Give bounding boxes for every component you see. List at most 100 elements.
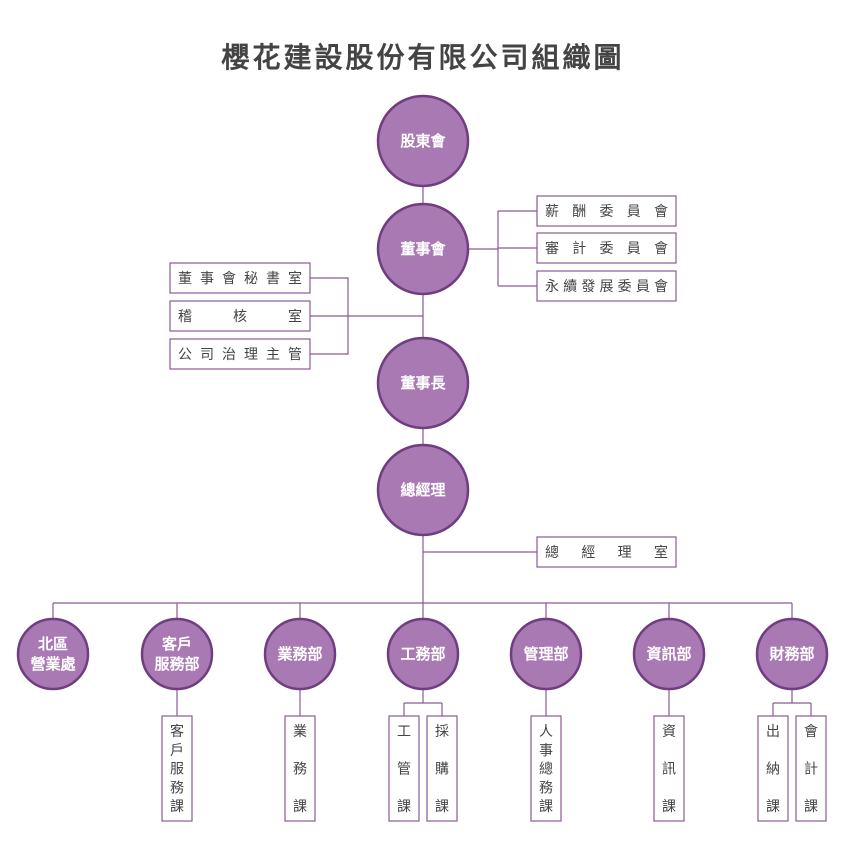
- committee-box[interactable]: 審計委員會: [536, 232, 677, 264]
- section-box-frame: [284, 715, 316, 822]
- dept-2-label: 業務部: [276, 645, 322, 663]
- chart-title: 櫻花建設股份有限公司組織圖: [221, 41, 625, 74]
- section-box-char: 務: [293, 762, 307, 778]
- committee-box-label: 永續發展委員會: [545, 279, 668, 295]
- dept-0-label: 營業處: [30, 655, 76, 673]
- dept-3-label: 工務部: [400, 645, 445, 663]
- dept-4-label: 管理部: [523, 645, 568, 663]
- section-box-char: 課: [435, 799, 449, 815]
- dept-1-label: 客戶: [161, 635, 192, 653]
- committee-box-label: 薪酬委員會: [545, 204, 668, 220]
- dept-2[interactable]: 業務部: [263, 617, 337, 691]
- circle-nodes: 股東會董事會董事長總經理北區營業處客戶服務部業務部工務部管理部資訊部財務部: [16, 94, 829, 691]
- section-box-char: 業: [293, 724, 307, 740]
- section-box-char: 務: [539, 780, 553, 796]
- node-chairman-shape: [376, 336, 470, 430]
- section-box-char: 總: [539, 761, 553, 778]
- office-box[interactable]: 公司治理主管: [169, 338, 311, 370]
- section-box-char: 務: [170, 780, 184, 796]
- section-box-frame: [795, 715, 827, 822]
- node-chairman-label: 董事長: [400, 374, 446, 392]
- committee-box[interactable]: 永續發展委員會: [536, 270, 677, 302]
- section-box-frame: [426, 715, 458, 822]
- box-nodes: 薪酬委員會審計委員會永續發展委員會董事會秘書室稽核室公司治理主管總經理室客戶服務…: [161, 195, 827, 822]
- dept-5[interactable]: 資訊部: [632, 617, 706, 691]
- section-box-frame: [757, 715, 789, 822]
- section-box-char: 購: [435, 762, 449, 778]
- node-shareholders-shape: [376, 94, 470, 188]
- section-box-char: 計: [804, 762, 818, 778]
- office-box-frame: [169, 300, 311, 332]
- node-board[interactable]: 董事會: [376, 202, 470, 296]
- section-box-char: 管: [397, 762, 411, 778]
- dept-3[interactable]: 工務部: [386, 617, 460, 691]
- committee-box-label: 審計委員會: [545, 241, 668, 257]
- section-box-frame: [530, 715, 562, 822]
- section-box-char: 納: [766, 762, 780, 778]
- section-box-char: 戶: [170, 743, 184, 759]
- section-box[interactable]: 會計課: [795, 715, 827, 822]
- dept-5-shape: [632, 617, 706, 691]
- node-gm-shape: [376, 443, 470, 537]
- dept-1-label: 服務部: [154, 655, 199, 673]
- section-box-char: 訊: [662, 762, 676, 778]
- section-box-char: 課: [662, 799, 676, 815]
- dept-0-label: 北區: [38, 635, 68, 653]
- section-box-char: 服: [170, 762, 184, 778]
- section-box-char: 課: [293, 799, 307, 815]
- dept-6-shape: [755, 617, 829, 691]
- gm-office-box[interactable]: 總經理室: [536, 536, 677, 568]
- dept-5-label: 資訊部: [646, 645, 691, 663]
- office-box-frame: [169, 262, 311, 294]
- section-box-char: 出: [766, 724, 780, 740]
- node-shareholders-label: 股東會: [400, 132, 446, 150]
- section-box-char: 事: [539, 743, 553, 759]
- dept-4[interactable]: 管理部: [509, 617, 583, 691]
- section-box[interactable]: 工管課: [388, 715, 420, 822]
- section-box-char: 工: [397, 724, 411, 740]
- node-shareholders[interactable]: 股東會: [376, 94, 470, 188]
- section-box-frame: [653, 715, 685, 822]
- section-box[interactable]: 採購課: [426, 715, 458, 822]
- section-box-char: 會: [804, 724, 818, 740]
- dept-6[interactable]: 財務部: [755, 617, 829, 691]
- section-box[interactable]: 資訊課: [653, 715, 685, 822]
- section-box-char: 課: [539, 799, 553, 815]
- office-box-frame: [169, 338, 311, 370]
- node-board-label: 董事會: [400, 240, 446, 258]
- gm-office-box-frame: [536, 536, 677, 568]
- dept-1-shape: [140, 617, 214, 691]
- section-box[interactable]: 出納課: [757, 715, 789, 822]
- committee-box-frame: [536, 195, 677, 227]
- section-box-char: 課: [397, 799, 411, 815]
- office-box[interactable]: 董事會秘書室: [169, 262, 311, 294]
- dept-0-shape: [16, 617, 90, 691]
- section-box-char: 課: [804, 799, 818, 815]
- committee-box-frame: [536, 270, 677, 302]
- section-box-char: 課: [766, 799, 780, 815]
- section-box-char: 人: [539, 724, 553, 740]
- section-box-char: 客: [170, 723, 184, 740]
- office-box[interactable]: 稽核室: [169, 300, 311, 332]
- section-box-char: 課: [170, 799, 184, 815]
- dept-6-label: 財務部: [768, 645, 814, 663]
- dept-2-shape: [263, 617, 337, 691]
- section-box[interactable]: 業務課: [284, 715, 316, 822]
- node-gm[interactable]: 總經理: [376, 443, 470, 537]
- dept-4-shape: [509, 617, 583, 691]
- dept-3-shape: [386, 617, 460, 691]
- node-chairman[interactable]: 董事長: [376, 336, 470, 430]
- section-box-char: 資: [662, 724, 676, 740]
- section-box-char: 採: [435, 724, 449, 740]
- section-box-frame: [388, 715, 420, 822]
- node-board-shape: [376, 202, 470, 296]
- committee-box-frame: [536, 232, 677, 264]
- committee-box[interactable]: 薪酬委員會: [536, 195, 677, 227]
- section-box-frame: [161, 715, 193, 822]
- node-gm-label: 總經理: [400, 481, 445, 499]
